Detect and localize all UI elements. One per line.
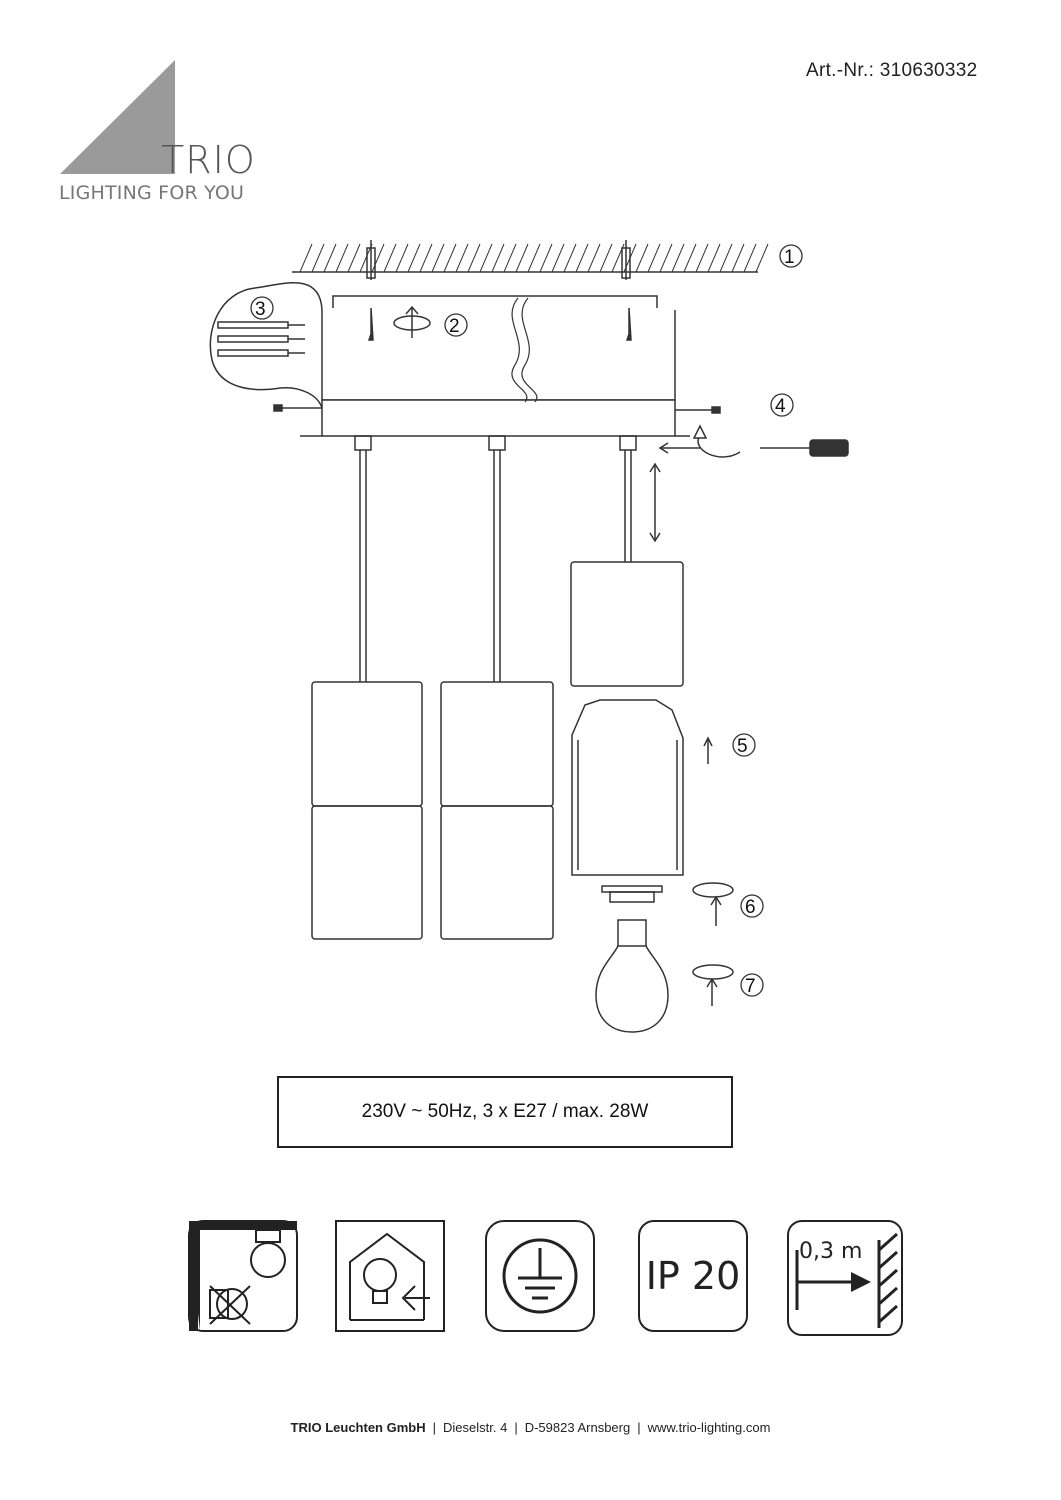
not-for-recessed-mounting-icon [188,1220,298,1332]
ceiling [292,243,769,273]
ceiling-hatch-line [647,243,661,273]
ceiling-hatch-line [527,243,541,273]
ceiling-hatch-line [491,243,505,273]
ip20-label: IP 20 [645,1254,741,1298]
ceiling-hatch-line [731,243,745,273]
min-distance-icon: 0,3 m [787,1220,903,1336]
ceiling-hatch-line [539,243,553,273]
logo-triangle-icon [60,60,175,174]
ceiling-hatch-line [515,243,529,273]
ceiling-hatch-line [503,243,517,273]
company-city: D-59823 Arnsberg [524,1420,631,1435]
ceiling-hatch-line [335,243,349,273]
step-7-label: 7 [745,976,756,997]
socket-ring [601,882,734,926]
lamp-shades [311,561,684,940]
ceiling-hatch-line [347,243,361,273]
ceiling-hatch-line [323,243,337,273]
footer: TRIO Leuchten GmbH|Dieselstr. 4|D-59823 … [290,1420,771,1435]
ceiling-hatch-line [455,243,469,273]
ceiling-hatch-line [311,243,325,273]
mounting-screws [273,307,721,414]
ip20-icon: IP 20 [638,1220,748,1332]
min-distance-label: 0,3 m [799,1239,862,1264]
pendant-cables [354,435,637,682]
ceiling-hatch-line [383,243,397,273]
ceiling-hatch-line [551,243,565,273]
ceiling-hatch-line [683,243,697,273]
ceiling-canopy [300,297,690,437]
protective-earth-icon [485,1220,595,1332]
inner-shade [571,699,713,876]
assembly-diagram: 1 2 3 4 5 6 7 [209,240,849,1033]
ceiling-hatch-line [371,243,385,273]
article-number: Art.-Nr.: 310630332 [806,60,978,81]
ceiling-hatch-line [719,243,733,273]
ceiling-dowels [366,240,631,280]
mounting-bracket [332,295,658,308]
ceiling-hatch-line [563,243,577,273]
ceiling-hatch-line [407,243,421,273]
ceiling-hatch-line [479,243,493,273]
ceiling-hatch-line [599,243,613,273]
ceiling-hatch-line [707,243,721,273]
step-6-label: 6 [745,897,756,918]
ceiling-hatch-line [431,243,445,273]
ceiling-hatch-line [587,243,601,273]
step-3-label: 3 [255,299,266,320]
light-bulb [595,919,734,1033]
step-1-label: 1 [784,247,795,268]
step-numbers: 1 2 3 4 5 6 7 [250,244,803,997]
step-5-label: 5 [737,736,748,757]
company-street: Dieselstr. 4 [443,1420,508,1435]
ceiling-hatch-line [755,243,769,273]
ceiling-hatch-line [299,243,313,273]
wiring-detail [209,282,323,409]
screwdriver-icon [658,424,849,458]
ceiling-hatch-line [659,243,673,273]
ceiling-hatch-line [695,243,709,273]
ceiling-hatch-line [575,243,589,273]
specification-box: 230V ~ 50Hz, 3 x E27 / max. 28W [277,1076,733,1148]
ceiling-hatch-line [419,243,433,273]
indoor-use-only-icon [335,1220,445,1332]
company-website[interactable]: www.trio-lighting.com [647,1420,771,1435]
height-adjust-arrow-icon [649,462,661,543]
ceiling-hatch-line [743,243,757,273]
brand-tagline: LIGHTING FOR YOU [59,182,245,204]
step-4-label: 4 [775,396,786,417]
ceiling-hatch-line [467,243,481,273]
ceiling-hatch-line [395,243,409,273]
ceiling-hatch-line [671,243,685,273]
brand-name: TRIO [161,138,256,182]
company-name: TRIO Leuchten GmbH [290,1420,426,1435]
step-2-label: 2 [449,316,460,337]
trio-logo: TRIO LIGHTING FOR YOU [55,58,285,208]
ceiling-hatch-line [443,243,457,273]
ceiling-hatch-line [635,243,649,273]
rotate-arrow-icon [393,305,431,338]
